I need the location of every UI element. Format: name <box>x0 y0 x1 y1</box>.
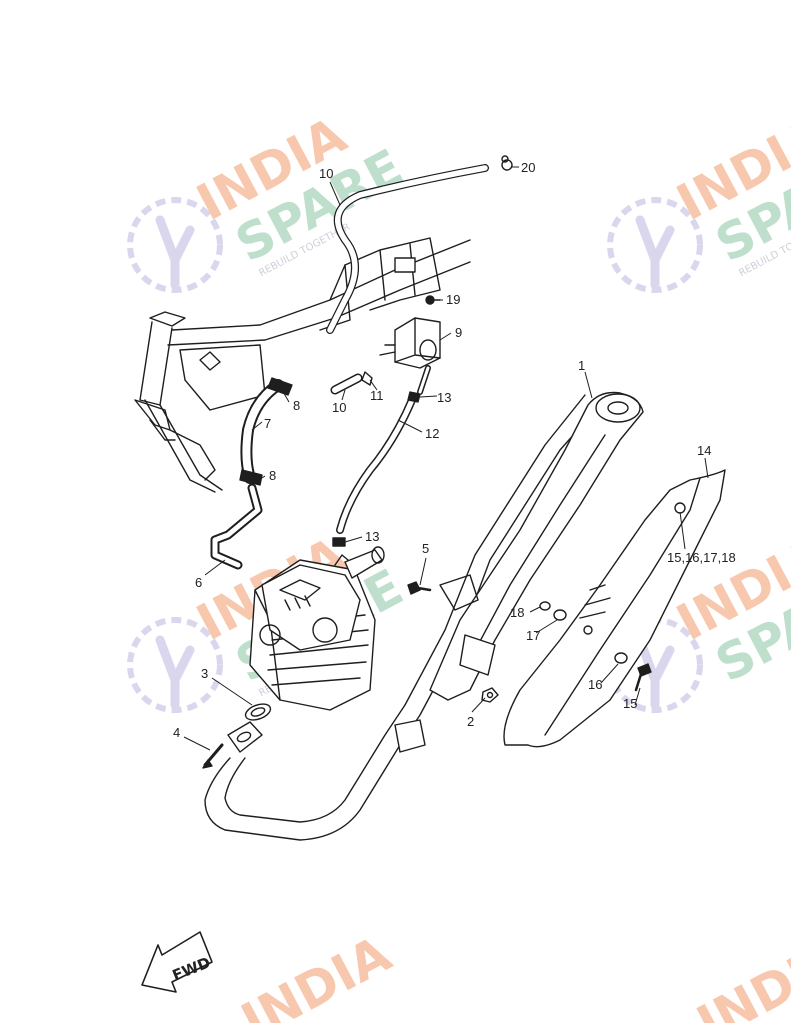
part-11-fitting <box>361 371 373 386</box>
callout-15-16-17-18: 15,16,17,18 <box>667 550 736 565</box>
callout-6: 6 <box>195 575 202 590</box>
part-2-nut <box>481 687 499 703</box>
part-9-valve <box>379 317 441 369</box>
callout-15: 15 <box>623 696 637 711</box>
part-13-clamp-lower <box>332 537 346 547</box>
part-3-gasket <box>244 703 272 721</box>
fwd-arrow-icon <box>141 931 213 993</box>
frame <box>134 237 471 493</box>
part-15-bolt <box>634 663 652 692</box>
callout-20: 20 <box>521 160 535 175</box>
callout-17: 17 <box>526 628 540 643</box>
callout-7: 7 <box>264 416 271 431</box>
callout-16: 16 <box>588 677 602 692</box>
watermark-top-right: INDIA SPARE REBUILD TOGETHER <box>607 106 791 293</box>
callout-8-upper: 8 <box>293 398 300 413</box>
callout-8-lower: 8 <box>269 468 276 483</box>
part-5-bolt <box>407 581 432 595</box>
callout-14: 14 <box>697 443 711 458</box>
part-13-clamp-upper <box>407 391 421 403</box>
heat-shield <box>503 469 726 748</box>
watermark-bottom: INDIA INDIA <box>232 925 791 1023</box>
callout-19: 19 <box>446 292 460 307</box>
callout-10-upper: 10 <box>319 166 333 181</box>
callout-18: 18 <box>510 605 524 620</box>
watermark-text: INDIA <box>232 925 400 1023</box>
callout-1: 1 <box>578 358 585 373</box>
watermark-text: INDIA <box>688 927 791 1023</box>
callout-10-lower: 10 <box>332 400 346 415</box>
exhaust-pipe <box>204 394 601 841</box>
part-20-clip <box>501 155 513 171</box>
part-8-clamp-lower <box>239 469 263 486</box>
part-18-washer <box>539 601 551 611</box>
callout-3: 3 <box>201 666 208 681</box>
callout-13-lower: 13 <box>365 529 379 544</box>
callout-9: 9 <box>455 325 462 340</box>
engine <box>249 546 385 711</box>
callout-2: 2 <box>467 714 474 729</box>
muffler <box>429 391 644 701</box>
part-4-stud <box>202 743 224 769</box>
part-8-clamp-upper <box>267 377 293 396</box>
part-17-washer <box>553 609 567 621</box>
callout-5: 5 <box>422 541 429 556</box>
part-16-washer <box>614 652 628 664</box>
callout-12: 12 <box>425 426 439 441</box>
callout-4: 4 <box>173 725 180 740</box>
leader-lines <box>183 166 709 751</box>
callout-11: 11 <box>370 388 384 403</box>
callout-13-upper: 13 <box>437 390 451 405</box>
